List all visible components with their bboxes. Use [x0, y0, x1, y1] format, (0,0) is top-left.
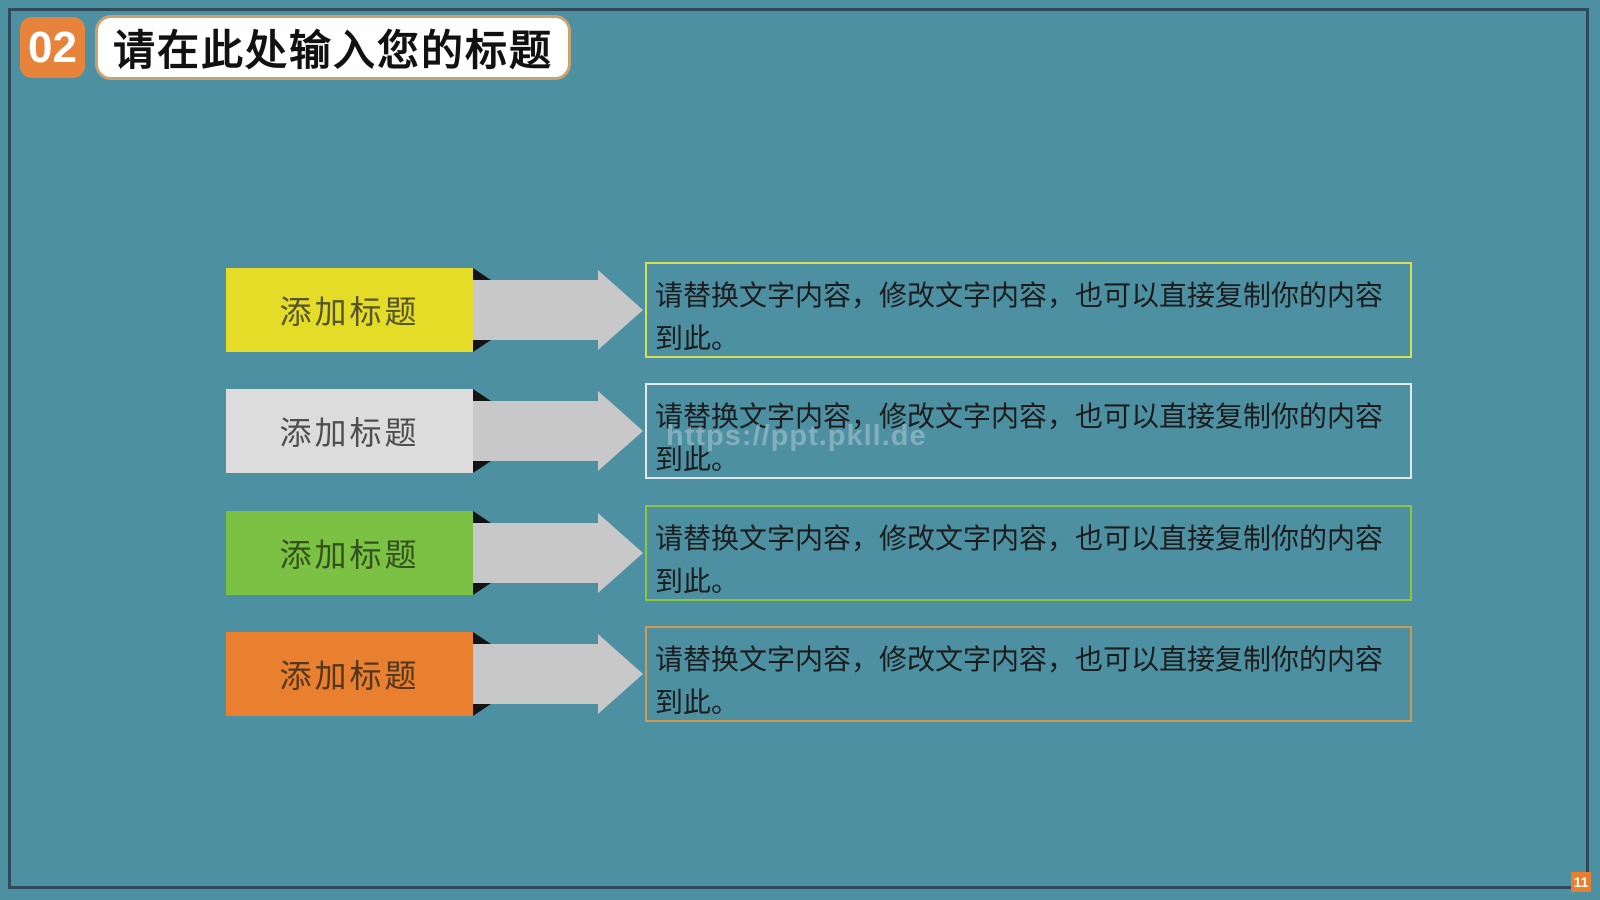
row-label-box: 添加标题: [226, 632, 473, 716]
process-row: 添加标题 请替换文字内容，修改文字内容，也可以直接复制你的内容到此。: [0, 383, 1600, 479]
page-number-badge: 11: [1571, 872, 1591, 892]
row-label-box: 添加标题: [226, 268, 473, 352]
page-number: 11: [1573, 874, 1589, 890]
process-row: 添加标题 请替换文字内容，修改文字内容，也可以直接复制你的内容到此。: [0, 626, 1600, 722]
row-label-box: 添加标题: [226, 511, 473, 595]
row-label: 添加标题: [279, 294, 420, 330]
row-label: 添加标题: [279, 658, 420, 694]
row-label: 添加标题: [279, 537, 420, 573]
row-label: 添加标题: [279, 415, 420, 451]
body-text-box: 请替换文字内容，修改文字内容，也可以直接复制你的内容到此。: [645, 262, 1412, 358]
right-arrow-icon: [473, 268, 643, 352]
section-number: 02: [28, 22, 77, 72]
body-text-box: 请替换文字内容，修改文字内容，也可以直接复制你的内容到此。: [645, 505, 1412, 601]
right-arrow-icon: [473, 632, 643, 716]
right-arrow-icon: [473, 389, 643, 473]
body-text-box: 请替换文字内容，修改文字内容，也可以直接复制你的内容到此。: [645, 626, 1412, 722]
body-text-box: 请替换文字内容，修改文字内容，也可以直接复制你的内容到此。: [645, 383, 1412, 479]
body-text: 请替换文字内容，修改文字内容，也可以直接复制你的内容到此。: [655, 402, 1384, 476]
row-label-box: 添加标题: [226, 389, 473, 473]
process-row: 添加标题 请替换文字内容，修改文字内容，也可以直接复制你的内容到此。: [0, 262, 1600, 358]
right-arrow-icon: [473, 511, 643, 595]
slide-title: 请在此处输入您的标题: [112, 27, 553, 74]
body-text: 请替换文字内容，修改文字内容，也可以直接复制你的内容到此。: [655, 524, 1384, 598]
section-number-badge: 02: [20, 17, 85, 78]
process-row: 添加标题 请替换文字内容，修改文字内容，也可以直接复制你的内容到此。: [0, 505, 1600, 601]
title-box: 请在此处输入您的标题: [95, 15, 571, 80]
body-text: 请替换文字内容，修改文字内容，也可以直接复制你的内容到此。: [655, 281, 1384, 355]
body-text: 请替换文字内容，修改文字内容，也可以直接复制你的内容到此。: [655, 645, 1384, 719]
